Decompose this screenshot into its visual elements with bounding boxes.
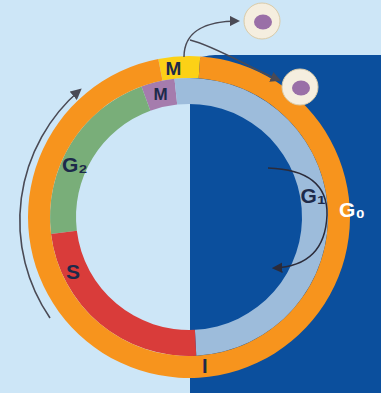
phase-label: S [66,261,80,282]
daughter-cell [282,69,318,105]
g0-label: G₀ [339,199,365,220]
phase-label: I [202,356,208,376]
daughter-cell [244,3,280,39]
g0-loop-arrow [268,168,327,268]
cycle-direction-arrow [20,90,80,318]
cell-nucleus [292,81,310,96]
segment-shape [158,56,200,81]
division-arrow [184,21,238,57]
phase-label: M [165,58,181,77]
phase-label: M [154,86,168,103]
phase-label: G₁ [301,185,326,206]
division-arrow [190,40,279,80]
segment-shape [28,56,350,378]
phase-label: G₂ [62,153,88,174]
cell-nucleus [254,15,272,30]
